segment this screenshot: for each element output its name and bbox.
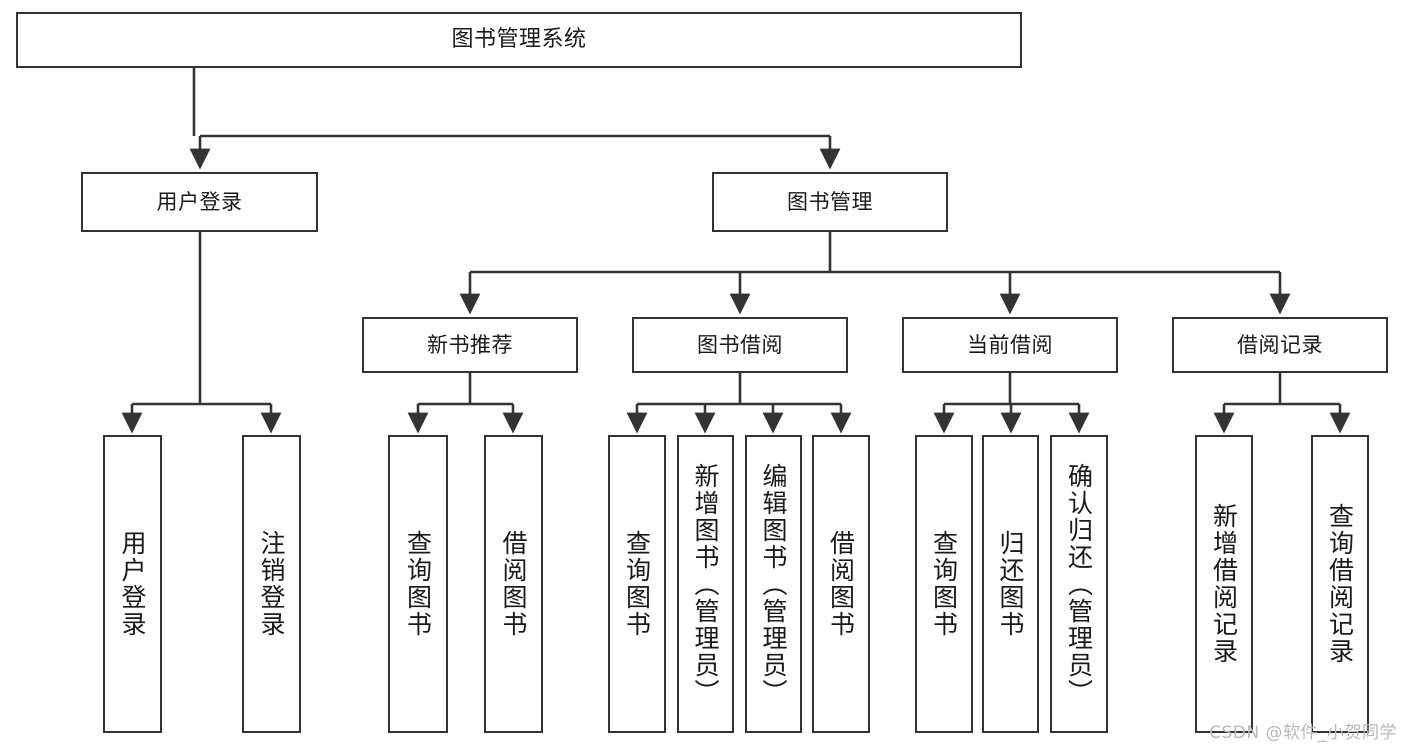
- node-leaf-add-borrow-record[interactable]: 新增借阅记录: [1195, 435, 1253, 733]
- node-label: 用户登录: [118, 530, 147, 638]
- node-borrow-record[interactable]: 借阅记录: [1172, 317, 1388, 373]
- node-root-system[interactable]: 图书管理系统: [16, 12, 1022, 68]
- node-label: 查询图书: [403, 530, 433, 638]
- node-label: 图书借阅: [697, 332, 783, 357]
- node-label: 归还图书: [996, 530, 1025, 638]
- node-new-book-recommend[interactable]: 新书推荐: [362, 317, 578, 373]
- node-leaf-user-login[interactable]: 用户登录: [103, 435, 162, 733]
- node-label: 查询借阅记录: [1325, 503, 1355, 665]
- node-label: 用户登录: [156, 189, 243, 214]
- node-label: 图书管理系统: [451, 27, 587, 53]
- node-book-manage[interactable]: 图书管理: [712, 172, 948, 232]
- node-label: 确认归还（管理员）: [1064, 462, 1094, 706]
- node-label: 编辑图书（管理员）: [759, 462, 788, 706]
- node-label: 图书管理: [787, 189, 873, 214]
- node-label: 当前借阅: [967, 332, 1053, 357]
- node-leaf-borrow-book-borrow[interactable]: 借阅图书: [812, 435, 870, 733]
- node-label: 注销登录: [257, 530, 286, 638]
- node-leaf-edit-book[interactable]: 编辑图书（管理员）: [745, 435, 802, 733]
- csdn-watermark: CSDN @软件_小贺同学: [1209, 723, 1397, 743]
- node-leaf-query-book-current[interactable]: 查询图书: [915, 435, 973, 733]
- node-leaf-confirm-return[interactable]: 确认归还（管理员）: [1050, 435, 1108, 733]
- node-leaf-query-borrow-record[interactable]: 查询借阅记录: [1311, 435, 1369, 733]
- node-book-borrow[interactable]: 图书借阅: [632, 317, 848, 373]
- node-label: 新增图书（管理员）: [691, 462, 720, 706]
- node-leaf-add-book[interactable]: 新增图书（管理员）: [677, 435, 734, 733]
- node-leaf-borrow-book-recommend[interactable]: 借阅图书: [484, 435, 543, 733]
- node-label: 新书推荐: [427, 332, 513, 357]
- node-leaf-return-book[interactable]: 归还图书: [982, 435, 1039, 733]
- node-user-login[interactable]: 用户登录: [81, 172, 318, 232]
- node-leaf-query-book-borrow[interactable]: 查询图书: [608, 435, 666, 733]
- node-label: 查询图书: [929, 530, 959, 638]
- node-label: 新增借阅记录: [1209, 503, 1239, 665]
- node-label: 借阅图书: [826, 530, 856, 638]
- node-label: 借阅图书: [499, 530, 528, 638]
- node-leaf-query-book-recommend[interactable]: 查询图书: [388, 435, 448, 733]
- node-label: 借阅记录: [1237, 332, 1323, 357]
- node-label: 查询图书: [622, 530, 652, 638]
- node-leaf-user-logout[interactable]: 注销登录: [242, 435, 301, 733]
- node-current-borrow[interactable]: 当前借阅: [902, 317, 1118, 373]
